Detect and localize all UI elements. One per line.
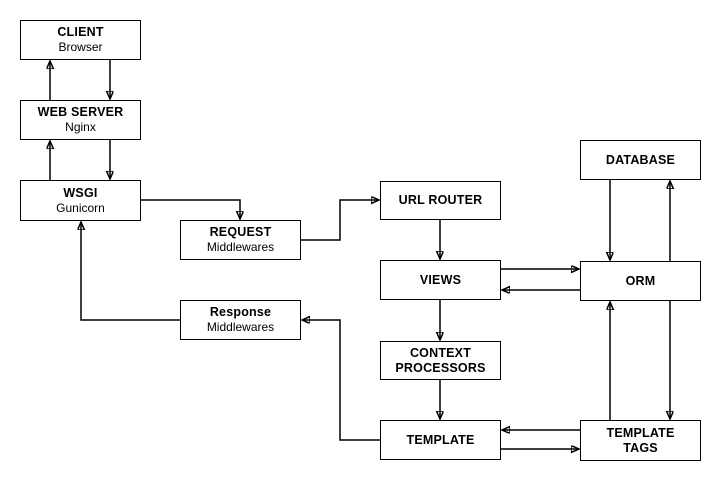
arrow-template-to-response — [302, 320, 380, 441]
node-client-subtitle: Browser — [58, 40, 103, 54]
arrow-wsgi-to-request — [141, 199, 240, 219]
node-response-subtitle: Middlewares — [206, 320, 275, 334]
node-url-router-title: URL ROUTER — [398, 193, 483, 207]
node-request-subtitle: Middlewares — [206, 240, 275, 254]
node-template-title: TEMPLATE — [406, 432, 475, 447]
node-request-middlewares: REQUEST Middlewares — [180, 220, 301, 260]
node-wsgi-subtitle: Gunicorn — [56, 200, 105, 215]
node-database-title: DATABASE — [605, 152, 676, 167]
node-orm: ORM — [580, 261, 701, 301]
node-context-processors: CONTEXT PROCESSORS — [380, 341, 501, 380]
arrow-request-to-url-router — [301, 200, 379, 241]
node-url-router: URL ROUTER — [380, 181, 501, 220]
node-web-server-title: WEB SERVER — [37, 105, 124, 119]
node-response-middlewares: Response Middlewares — [180, 300, 301, 340]
node-client-title: CLIENT — [57, 25, 104, 39]
node-wsgi-title: WSGI — [63, 185, 98, 200]
node-wsgi: WSGI Gunicorn — [20, 180, 141, 221]
node-web-server-subtitle: Nginx — [65, 120, 96, 134]
node-views-title: VIEWS — [419, 272, 462, 287]
node-template-tags: TEMPLATE TAGS — [580, 420, 701, 461]
arrow-response-to-wsgi — [81, 222, 180, 321]
node-database: DATABASE — [580, 140, 701, 180]
node-client: CLIENT Browser — [20, 20, 141, 60]
node-context-processors-title: CONTEXT PROCESSORS — [395, 345, 486, 375]
node-response-title: Response — [209, 305, 272, 319]
node-template: TEMPLATE — [380, 420, 501, 460]
node-web-server: WEB SERVER Nginx — [20, 100, 141, 140]
node-request-title: REQUEST — [209, 225, 272, 239]
node-orm-title: ORM — [625, 273, 656, 288]
node-template-tags-title: TEMPLATE TAGS — [606, 425, 675, 455]
node-views: VIEWS — [380, 260, 501, 300]
